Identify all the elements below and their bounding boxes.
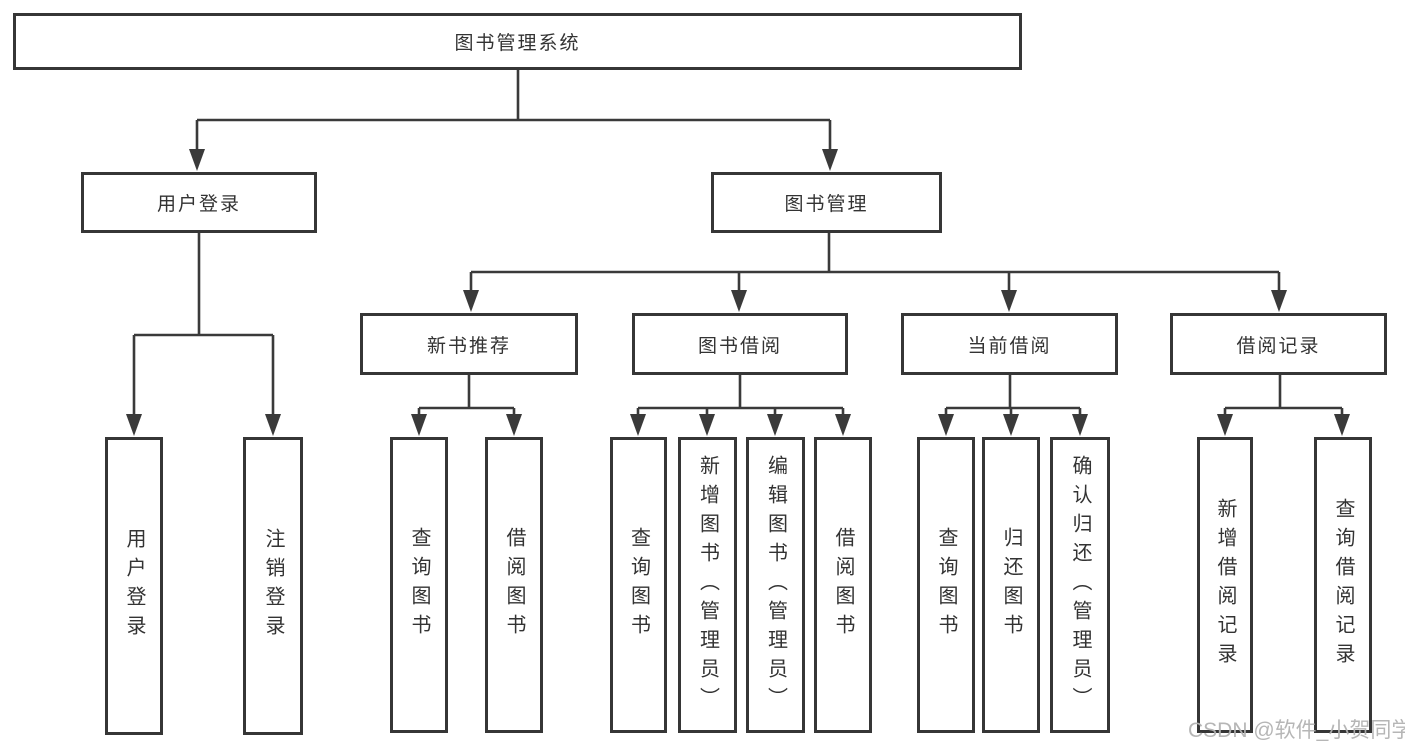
leaf-add-books-admin-label: 新增图书（管理员） xyxy=(696,454,719,716)
leaf-query-borrow-record: 查询借阅记录 xyxy=(1314,437,1372,733)
node-user-login: 用户登录 xyxy=(81,172,317,233)
leaf-query-books-recommend: 查询图书 xyxy=(390,437,448,733)
node-new-book-recommend-label: 新书推荐 xyxy=(426,335,511,357)
leaf-confirm-return-admin: 确认归还（管理员） xyxy=(1050,437,1110,733)
node-root-label: 图书管理系统 xyxy=(454,33,581,54)
node-borrow-records: 借阅记录 xyxy=(1170,313,1387,375)
leaf-borrow-books: 借阅图书 xyxy=(814,437,872,733)
node-current-borrow-label: 当前借阅 xyxy=(967,335,1052,357)
leaf-user-login-label: 用户登录 xyxy=(123,528,145,644)
leaf-return-books-label: 归还图书 xyxy=(1000,527,1022,643)
leaf-edit-books-admin: 编辑图书（管理员） xyxy=(746,437,805,733)
leaf-query-books-borrow-label: 查询图书 xyxy=(627,527,650,643)
leaf-query-books-recommend-label: 查询图书 xyxy=(408,527,430,643)
node-new-book-recommend: 新书推荐 xyxy=(360,313,578,375)
leaf-logout-label: 注销登录 xyxy=(262,528,284,644)
leaf-query-borrow-record-label: 查询借阅记录 xyxy=(1332,498,1354,672)
leaf-borrow-books-recommend: 借阅图书 xyxy=(485,437,543,733)
csdn-watermark: CSDN @软件_小贺同学 xyxy=(1188,719,1405,742)
leaf-borrow-books-label: 借阅图书 xyxy=(832,527,854,643)
leaf-return-books: 归还图书 xyxy=(982,437,1040,733)
leaf-borrow-books-recommend-label: 借阅图书 xyxy=(503,527,525,643)
node-book-management: 图书管理 xyxy=(711,172,942,233)
leaf-query-books-current: 查询图书 xyxy=(917,437,975,733)
leaf-logout: 注销登录 xyxy=(243,437,303,735)
leaf-query-books-borrow: 查询图书 xyxy=(610,437,667,733)
leaf-add-borrow-record-label: 新增借阅记录 xyxy=(1214,498,1236,672)
leaf-add-books-admin: 新增图书（管理员） xyxy=(678,437,737,733)
leaf-add-borrow-record: 新增借阅记录 xyxy=(1197,437,1253,733)
node-current-borrow: 当前借阅 xyxy=(901,313,1118,375)
leaf-confirm-return-admin-label: 确认归还（管理员） xyxy=(1069,454,1091,716)
node-root: 图书管理系统 xyxy=(13,13,1022,70)
node-user-login-label: 用户登录 xyxy=(156,194,241,215)
node-borrow-records-label: 借阅记录 xyxy=(1236,335,1321,357)
node-book-borrow: 图书借阅 xyxy=(632,313,848,375)
leaf-edit-books-admin-label: 编辑图书（管理员） xyxy=(764,454,787,716)
leaf-user-login: 用户登录 xyxy=(105,437,163,735)
node-book-borrow-label: 图书借阅 xyxy=(697,335,782,357)
leaf-query-books-current-label: 查询图书 xyxy=(935,527,957,643)
node-book-management-label: 图书管理 xyxy=(784,194,869,215)
